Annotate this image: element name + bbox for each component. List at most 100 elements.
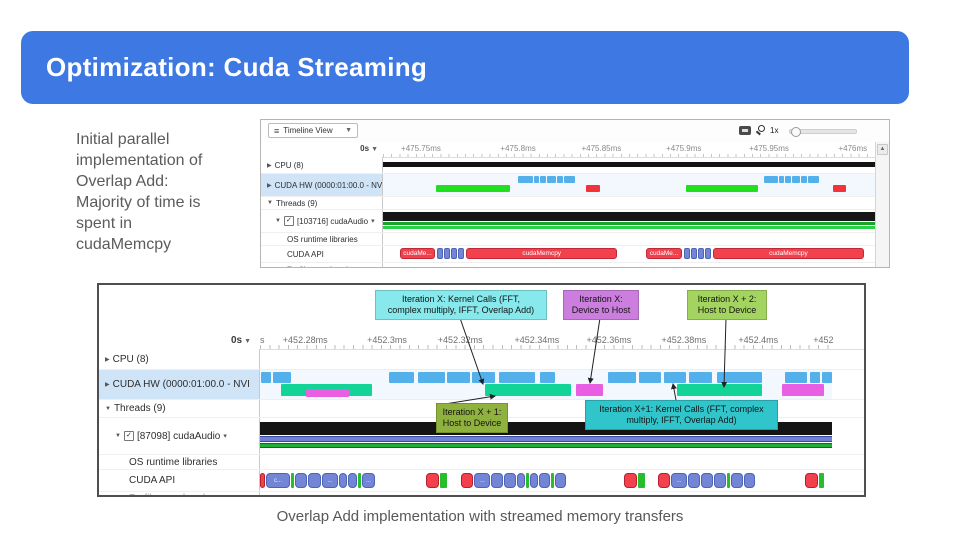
annotation-host-to-device-x1: Iteration X + 1:Host to Device (436, 403, 508, 433)
ruler-tick-label: +475.75ms (401, 144, 441, 153)
api-call-chip (348, 473, 357, 488)
thread-state-bar (383, 212, 876, 221)
api-call-chip (439, 473, 447, 488)
row-track (260, 492, 832, 495)
row-label-cpu-8[interactable]: ▶CPU (8) (261, 157, 383, 173)
api-call-group (623, 473, 645, 488)
kernel-bar (540, 176, 547, 183)
api-call-chip (551, 473, 555, 488)
row-expander-icon[interactable]: ▼ (105, 405, 111, 412)
zoom-slider[interactable] (789, 127, 857, 137)
row-label-text: CUDA API (287, 249, 324, 259)
row-track (260, 370, 832, 399)
kernel-bar (785, 372, 807, 383)
row-expander-icon[interactable]: ▶ (267, 162, 272, 169)
row-track (383, 197, 876, 209)
api-call-chip (451, 248, 457, 259)
ruler-tick-label: +475.9ms (666, 144, 702, 153)
ruler-tick-label: +475.95ms (749, 144, 789, 153)
kernel-bar (417, 372, 445, 383)
annotation-kernel-calls-x1: Iteration X+1: Kernel Calls (FFT, comple… (585, 400, 778, 430)
row-label-103716-cudaaudio[interactable]: ▼✓[103716] cudaAudio▾ (261, 210, 383, 232)
intro-line: implementation of (76, 152, 203, 169)
ruler-origin[interactable]: 0s▼ (360, 144, 378, 153)
row-expander-icon[interactable]: ▼ (267, 200, 273, 206)
row-checkbox[interactable]: ✓ (123, 431, 134, 441)
api-call-chip (461, 473, 474, 488)
row-label-cpu-8[interactable]: ▶CPU (8) (99, 349, 260, 369)
row-label-87098-cudaaudio[interactable]: ▼✓[87098] cudaAudio▾ (99, 418, 260, 454)
row-label-text: [103716] cudaAudio (296, 216, 369, 226)
row-track (383, 263, 876, 267)
row-checkbox[interactable]: ✓ (283, 216, 294, 226)
row-label-cuda-hw-0000-01-00-0-nvi[interactable]: ▶CUDA HW (0000:01:00.0 - NVI (261, 174, 383, 196)
page-title: Optimization: Cuda Streaming (46, 52, 428, 82)
chevron-down-icon[interactable]: ▾ (223, 433, 227, 440)
api-call-chip: ... (671, 473, 688, 488)
api-call-group (684, 248, 711, 259)
timeline-row-cpu-8: ▶CPU (8) (261, 157, 876, 174)
api-call-chip (437, 248, 444, 259)
annotation-line: Iteration X + 1: (442, 407, 502, 417)
chevron-down-icon[interactable]: ▾ (371, 218, 375, 225)
profiler-toolbar: ≡ Timeline View ▼ 1x (261, 120, 889, 142)
annotation-device-to-host-x: Iteration X:Device to Host (563, 290, 639, 320)
api-call-chip (504, 473, 517, 488)
row-label-os-runtime-libraries: OS runtime libraries (261, 233, 383, 245)
annotation-layer: Iteration X: Kernel Calls (FFT,complex m… (99, 285, 864, 495)
kernel-bar (389, 372, 415, 383)
kernel-bar (261, 372, 271, 383)
row-track (260, 349, 832, 369)
device-to-host-bar (575, 384, 603, 396)
timeline-view-dropdown[interactable]: ≡ Timeline View ▼ (268, 123, 358, 138)
kernel-bar (563, 176, 576, 183)
timeline-row-profiler-overhead: Profiler overhead (99, 492, 864, 495)
row-expander-icon[interactable]: ▼ (275, 218, 281, 224)
api-call-chip: c... (266, 473, 290, 488)
scroll-up-icon[interactable]: ▲ (877, 144, 888, 155)
vertical-scrollbar[interactable]: ▲ (875, 142, 889, 267)
annotation-line: Iteration X+1: Kernel Calls (FFT, comple… (599, 404, 764, 414)
row-expander-icon[interactable]: ▼ (115, 433, 121, 439)
api-call-chip (744, 473, 756, 488)
zoom-magnifier-icon[interactable] (758, 125, 765, 132)
cuda-api-bar: cudaMemcpy (713, 248, 864, 259)
row-expander-icon[interactable]: ▶ (105, 382, 110, 388)
memory-transfer-bar (685, 185, 758, 192)
ruler-tick-label: +452.3ms (367, 335, 407, 345)
api-call-chip (339, 473, 347, 488)
row-label-text: CUDA HW (0000:01:00.0 - NVI (274, 180, 383, 190)
zoom-slider-knob[interactable] (791, 127, 801, 137)
kernel-bar (791, 176, 801, 183)
row-label-profiler-overhead: Profiler overhead (261, 263, 383, 267)
api-call-chip: ... (474, 473, 491, 488)
cpu-utilization-bar (383, 162, 876, 167)
kernel-bar (763, 176, 778, 183)
api-call-chip (701, 473, 714, 488)
device-to-host-bar (305, 389, 349, 397)
screenshot-icon[interactable] (739, 126, 751, 135)
timeline-row-cuda-hw-0000-01-00-0-nvi: ▶CUDA HW (0000:01:00.0 - NVI (261, 174, 876, 197)
timeline-row-cuda-hw-0000-01-00-0-nvi: ▶CUDA HW (0000:01:00.0 - NVI (99, 370, 864, 400)
row-label-threads-9[interactable]: ▼Threads (9) (261, 197, 383, 209)
row-label-text: Threads (9) (113, 403, 166, 414)
cuda-api-bar: cudaMe... (400, 248, 435, 259)
row-expander-icon[interactable]: ▶ (267, 182, 272, 189)
row-label-threads-9[interactable]: ▼Threads (9) (99, 400, 260, 417)
api-call-chip (698, 248, 704, 259)
api-call-chip (539, 473, 551, 488)
ruler-ticks: s+452.28ms+452.3ms+452.32ms+452.34ms+452… (260, 333, 834, 349)
row-label-text: OS runtime libraries (287, 234, 358, 244)
timeline-row-threads-9: ▼Threads (9) (261, 197, 876, 210)
row-label-cuda-hw-0000-01-00-0-nvi[interactable]: ▶CUDA HW (0000:01:00.0 - NVI (99, 370, 260, 399)
kernel-bar-group (763, 176, 819, 183)
timeline-rows: ▶CPU (8)▶CUDA HW (0000:01:00.0 - NVI▼Thr… (261, 157, 876, 267)
api-call-chip (555, 473, 567, 488)
memory-transfer-bar (436, 185, 511, 192)
ruler-tick-label: +452.32ms (437, 335, 483, 345)
annotation-kernel-calls-x: Iteration X: Kernel Calls (FFT,complex m… (375, 290, 547, 320)
row-expander-icon[interactable]: ▶ (105, 356, 110, 363)
ruler-origin[interactable]: 0s▼ (230, 335, 251, 346)
